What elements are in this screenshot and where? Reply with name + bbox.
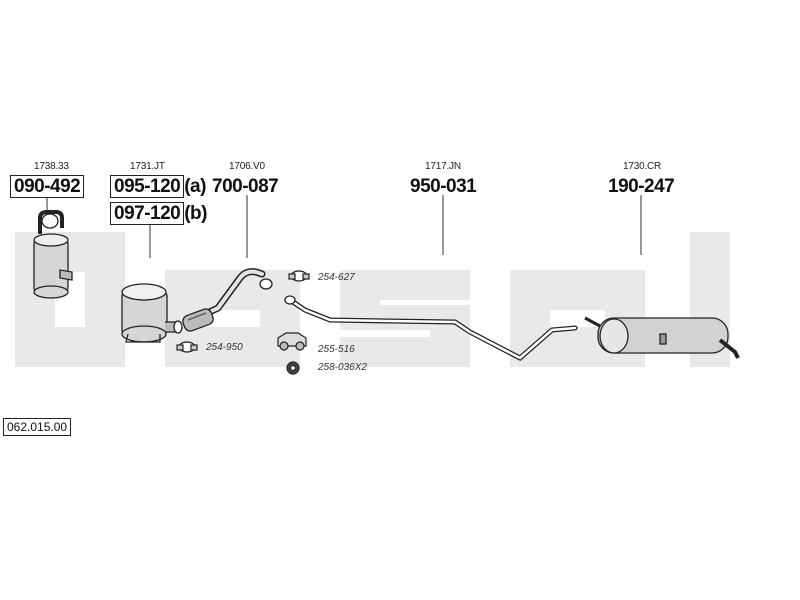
leader-lines [46,195,642,258]
part-number-box: 097-120 [110,202,185,225]
part-number-box: 090-492 [10,175,85,198]
rearsilencer-part-number[interactable]: 190-247 [608,176,675,197]
middle-pipe-drawing [284,295,578,362]
accessory-clamp-label[interactable]: 254-950 [206,342,243,353]
catalyst-part-number-a[interactable]: 095-120(a) [110,175,206,198]
rearsilencer-ref-label: 1730.CR [623,161,662,172]
accessory-clamp-label[interactable]: 254-627 [318,272,355,283]
diagram-code-label: 062.015.00 [3,418,72,436]
filter-part-number[interactable]: 090-492 [10,175,85,198]
variant-label: (b) [184,203,207,224]
flexpipe-part-number[interactable]: 700-087 [212,176,279,197]
accessory-hanger-label[interactable]: 258-036X2 [318,362,367,373]
clamp-icon [288,270,310,282]
clamp-icon [176,341,198,353]
catalyst-part-number-b[interactable]: 097-120(b) [110,202,207,225]
accessory-bracket-label[interactable]: 255-516 [318,344,355,355]
part-number-box: 095-120 [110,175,185,198]
flex-pipe-drawing [182,268,273,332]
middlepipe-part-number[interactable]: 950-031 [410,176,477,197]
catalyst-drawing [121,283,183,343]
flexpipe-ref-label: 1706.V0 [229,161,265,172]
middlepipe-ref-label: 1717.JN [425,161,461,172]
brand-watermark [15,232,730,367]
catalyst-ref-label: 1731.JT [130,161,165,172]
rear-silencer-drawing [584,316,740,359]
particulate-filter-drawing [33,210,73,299]
variant-label: (a) [184,176,206,197]
mounting-bracket-icon [277,332,307,351]
filter-ref-label: 1738.33 [34,161,69,172]
rubber-hanger-icon [286,361,300,375]
